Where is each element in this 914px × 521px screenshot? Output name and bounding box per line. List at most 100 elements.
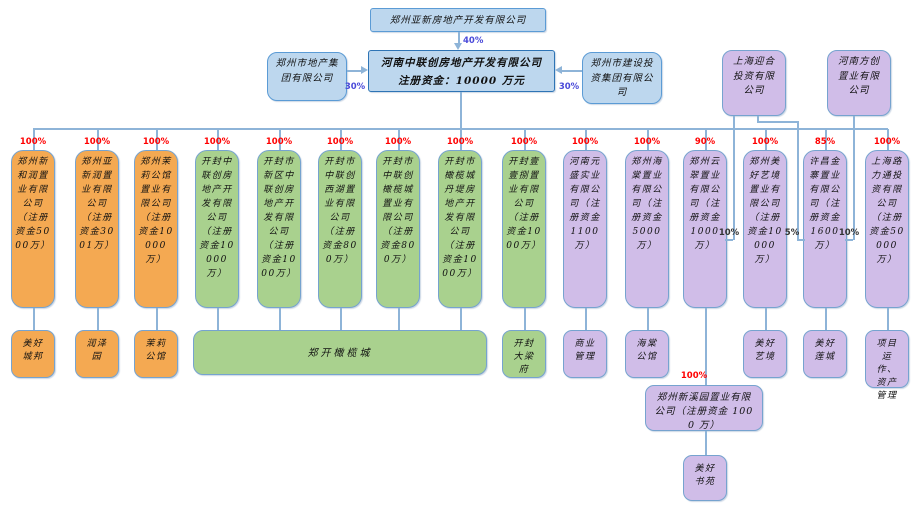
connector-drop-12 xyxy=(705,129,707,150)
connector-parent-bus xyxy=(460,92,462,128)
connector-yinghe-yuncui xyxy=(733,116,735,240)
stake-label-right-shareholder: 30% xyxy=(558,82,580,92)
subsidiary-box-5: 开封市新区中联创房地产开发有限公司（注册资金1000万） xyxy=(257,150,301,308)
stake-label-xinxiyuan: 100% xyxy=(680,371,708,381)
subsidiary-box-13: 郑州美好艺境置业有限公司（注册资金10000万） xyxy=(743,150,787,308)
connector-drop-11 xyxy=(647,129,649,150)
shareholder-right-name: 郑州市建设投资集团有限公司 xyxy=(590,58,654,99)
subsidiary-box-15: 上海路力通投资有限公司（注册资金50000万） xyxy=(865,150,909,308)
stake-label-11: 100% xyxy=(633,137,661,147)
stake-label-15: 100% xyxy=(873,137,901,147)
subsidiary-name-9: 开封壹壹捌置业有限公司（注册资金1000万） xyxy=(506,157,542,251)
connector-left-shareholder xyxy=(347,70,361,72)
project-box-zhengkai-ganlancheng: 郑开橄榄城 xyxy=(193,330,487,375)
subsidiary-name-4: 开封中联创房地产开发有限公司（注册资金10000万） xyxy=(199,157,235,279)
parent-company-name: 河南中联创房地产开发有限公司 xyxy=(381,57,542,69)
subsidiary-box-1: 郑州新和润置业有限公司（注册资金5000万） xyxy=(11,150,55,308)
stake-label-left-shareholder: 30% xyxy=(344,82,366,92)
subsidiary-name-1: 郑州新和润置业有限公司（注册资金5000万） xyxy=(15,157,51,251)
connector-drop-10 xyxy=(585,129,587,150)
arrow-left-icon xyxy=(555,66,562,74)
connector-right-shareholder xyxy=(562,70,582,72)
connector-yinghe-yuncui-stub xyxy=(725,239,733,241)
project-name: 润泽园 xyxy=(86,339,108,363)
subsidiary-name-5: 开封市新区中联创房地产开发有限公司（注册资金1000万） xyxy=(261,157,297,279)
stake-label-5: 100% xyxy=(265,137,293,147)
parent-company-box: 河南中联创房地产开发有限公司 注册资金：10000 万元 xyxy=(368,50,555,92)
investor-henan-fangchuang-box: 河南方创置业有限公司 xyxy=(827,50,891,116)
stake-label-13: 100% xyxy=(751,137,779,147)
connector-drop-14 xyxy=(825,129,827,150)
project-name: 商业管理 xyxy=(574,339,596,363)
project-box-zichan-guanli: 项目运作、资产管理 xyxy=(865,330,909,401)
company-name-xinxiyuan: 郑州新溪园置业有限公司（注册资金 1000 万） xyxy=(654,392,754,431)
connector-drop-5 xyxy=(279,129,281,150)
project-box-shangye-guanli: 商业管理 xyxy=(563,330,607,378)
connector-project-14 xyxy=(825,308,827,330)
connector-fangchuang-xuchang xyxy=(853,116,855,240)
stake-label-2: 100% xyxy=(83,137,111,147)
connector-drop-15 xyxy=(887,129,889,150)
project-box-kaifeng-daliangfu: 开封大梁府 xyxy=(502,330,546,378)
project-name: 美好艺境 xyxy=(754,339,776,363)
subsidiary-box-6: 开封市中联创西湖置业有限公司（注册资金800万） xyxy=(318,150,362,308)
stake-label-12: 90% xyxy=(694,137,716,147)
stake-label-10: 100% xyxy=(571,137,599,147)
connector-yinghe-xuchang-stub xyxy=(797,239,805,241)
subsidiary-box-4: 开封中联创房地产开发有限公司（注册资金10000万） xyxy=(195,150,239,308)
arrow-right-icon xyxy=(361,66,368,74)
connector-drop-4 xyxy=(217,129,219,150)
project-name: 开封大梁府 xyxy=(513,339,535,376)
subsidiary-box-14: 许昌金寨置业有限公司（注册资金1600万） xyxy=(803,150,847,308)
subsidiary-box-2: 郑州亚新润置业有限公司（注册资金3001万） xyxy=(75,150,119,308)
connector-fangchuang-xuchang-stub xyxy=(845,239,853,241)
stake-label-3: 100% xyxy=(142,137,170,147)
investor-shanghai-yinghe-name: 上海迎合投资有限公司 xyxy=(733,56,776,97)
stake-label-4: 100% xyxy=(203,137,231,147)
connector-drop-13 xyxy=(765,129,767,150)
subsidiary-name-8: 开封市橄榄城丹堤房地产开发有限公司（注册资金1000万） xyxy=(442,157,478,279)
connector-project-8 xyxy=(460,308,462,330)
connector-yinghe-xuchang-seg3 xyxy=(797,121,799,240)
connector-project-5 xyxy=(279,308,281,330)
company-box-xinxiyuan: 郑州新溪园置业有限公司（注册资金 1000 万） xyxy=(645,385,763,431)
grandparent-company-box: 郑州亚新房地产开发有限公司 xyxy=(370,8,546,32)
subsidiary-box-12: 郑州云翠置业有限公司（注册资金1000万） xyxy=(683,150,727,308)
connector-yinghe-xuchang-seg1 xyxy=(757,116,759,122)
shareholder-right-box: 郑州市建设投资集团有限公司 xyxy=(582,52,662,104)
stake-label-grandparent: 40% xyxy=(463,36,484,46)
connector-yinghe-xuchang-seg2 xyxy=(757,121,798,123)
subsidiary-name-15: 上海路力通投资有限公司（注册资金50000万） xyxy=(869,157,905,265)
stake-label-9: 100% xyxy=(510,137,538,147)
project-name: 郑开橄榄城 xyxy=(307,348,373,359)
connector-drop-2 xyxy=(97,129,99,150)
subsidiary-box-9: 开封壹壹捌置业有限公司（注册资金1000万） xyxy=(502,150,546,308)
stake-label-7: 100% xyxy=(384,137,412,147)
subsidiary-box-7: 开封市中联创橄榄城置业有限公司（注册资金800万） xyxy=(376,150,420,308)
stake-label-yinghe-yuncui: 10% xyxy=(718,228,740,238)
connector-project-7 xyxy=(398,308,400,330)
connector-project-11 xyxy=(647,308,649,330)
connector-drop-3 xyxy=(156,129,158,150)
subsidiary-box-3: 郑州茉莉公馆置业有限公司（注册资金10000万） xyxy=(134,150,178,308)
connector-project-3 xyxy=(156,308,158,330)
connector-grandparent-parent xyxy=(458,32,460,44)
connector-xinxiyuan-shuyuan xyxy=(705,431,707,455)
connector-project-13 xyxy=(765,308,767,330)
subsidiary-name-2: 郑州亚新润置业有限公司（注册资金3001万） xyxy=(79,157,115,251)
shareholder-left-box: 郑州市地产集团有限公司 xyxy=(267,52,347,101)
project-box-meihao-liancheng: 美好莲城 xyxy=(803,330,847,378)
connector-project-4 xyxy=(217,308,219,330)
subsidiary-box-10: 河南元盛实业有限公司（注册资金1100万） xyxy=(563,150,607,308)
stake-label-1: 100% xyxy=(19,137,47,147)
subsidiary-name-7: 开封市中联创橄榄城置业有限公司（注册资金800万） xyxy=(380,157,416,265)
project-name: 美好城邦 xyxy=(22,339,44,363)
parent-company-capital: 注册资金：10000 万元 xyxy=(398,75,525,87)
subsidiary-name-3: 郑州茉莉公馆置业有限公司（注册资金10000万） xyxy=(138,157,174,265)
investor-shanghai-yinghe-box: 上海迎合投资有限公司 xyxy=(722,50,786,116)
subsidiary-name-10: 河南元盛实业有限公司（注册资金1100万） xyxy=(569,157,601,251)
investor-henan-fangchuang-name: 河南方创置业有限公司 xyxy=(838,56,881,97)
project-box-runzeyuan: 润泽园 xyxy=(75,330,119,378)
connector-project-1 xyxy=(33,308,35,330)
connector-drop-9 xyxy=(524,129,526,150)
